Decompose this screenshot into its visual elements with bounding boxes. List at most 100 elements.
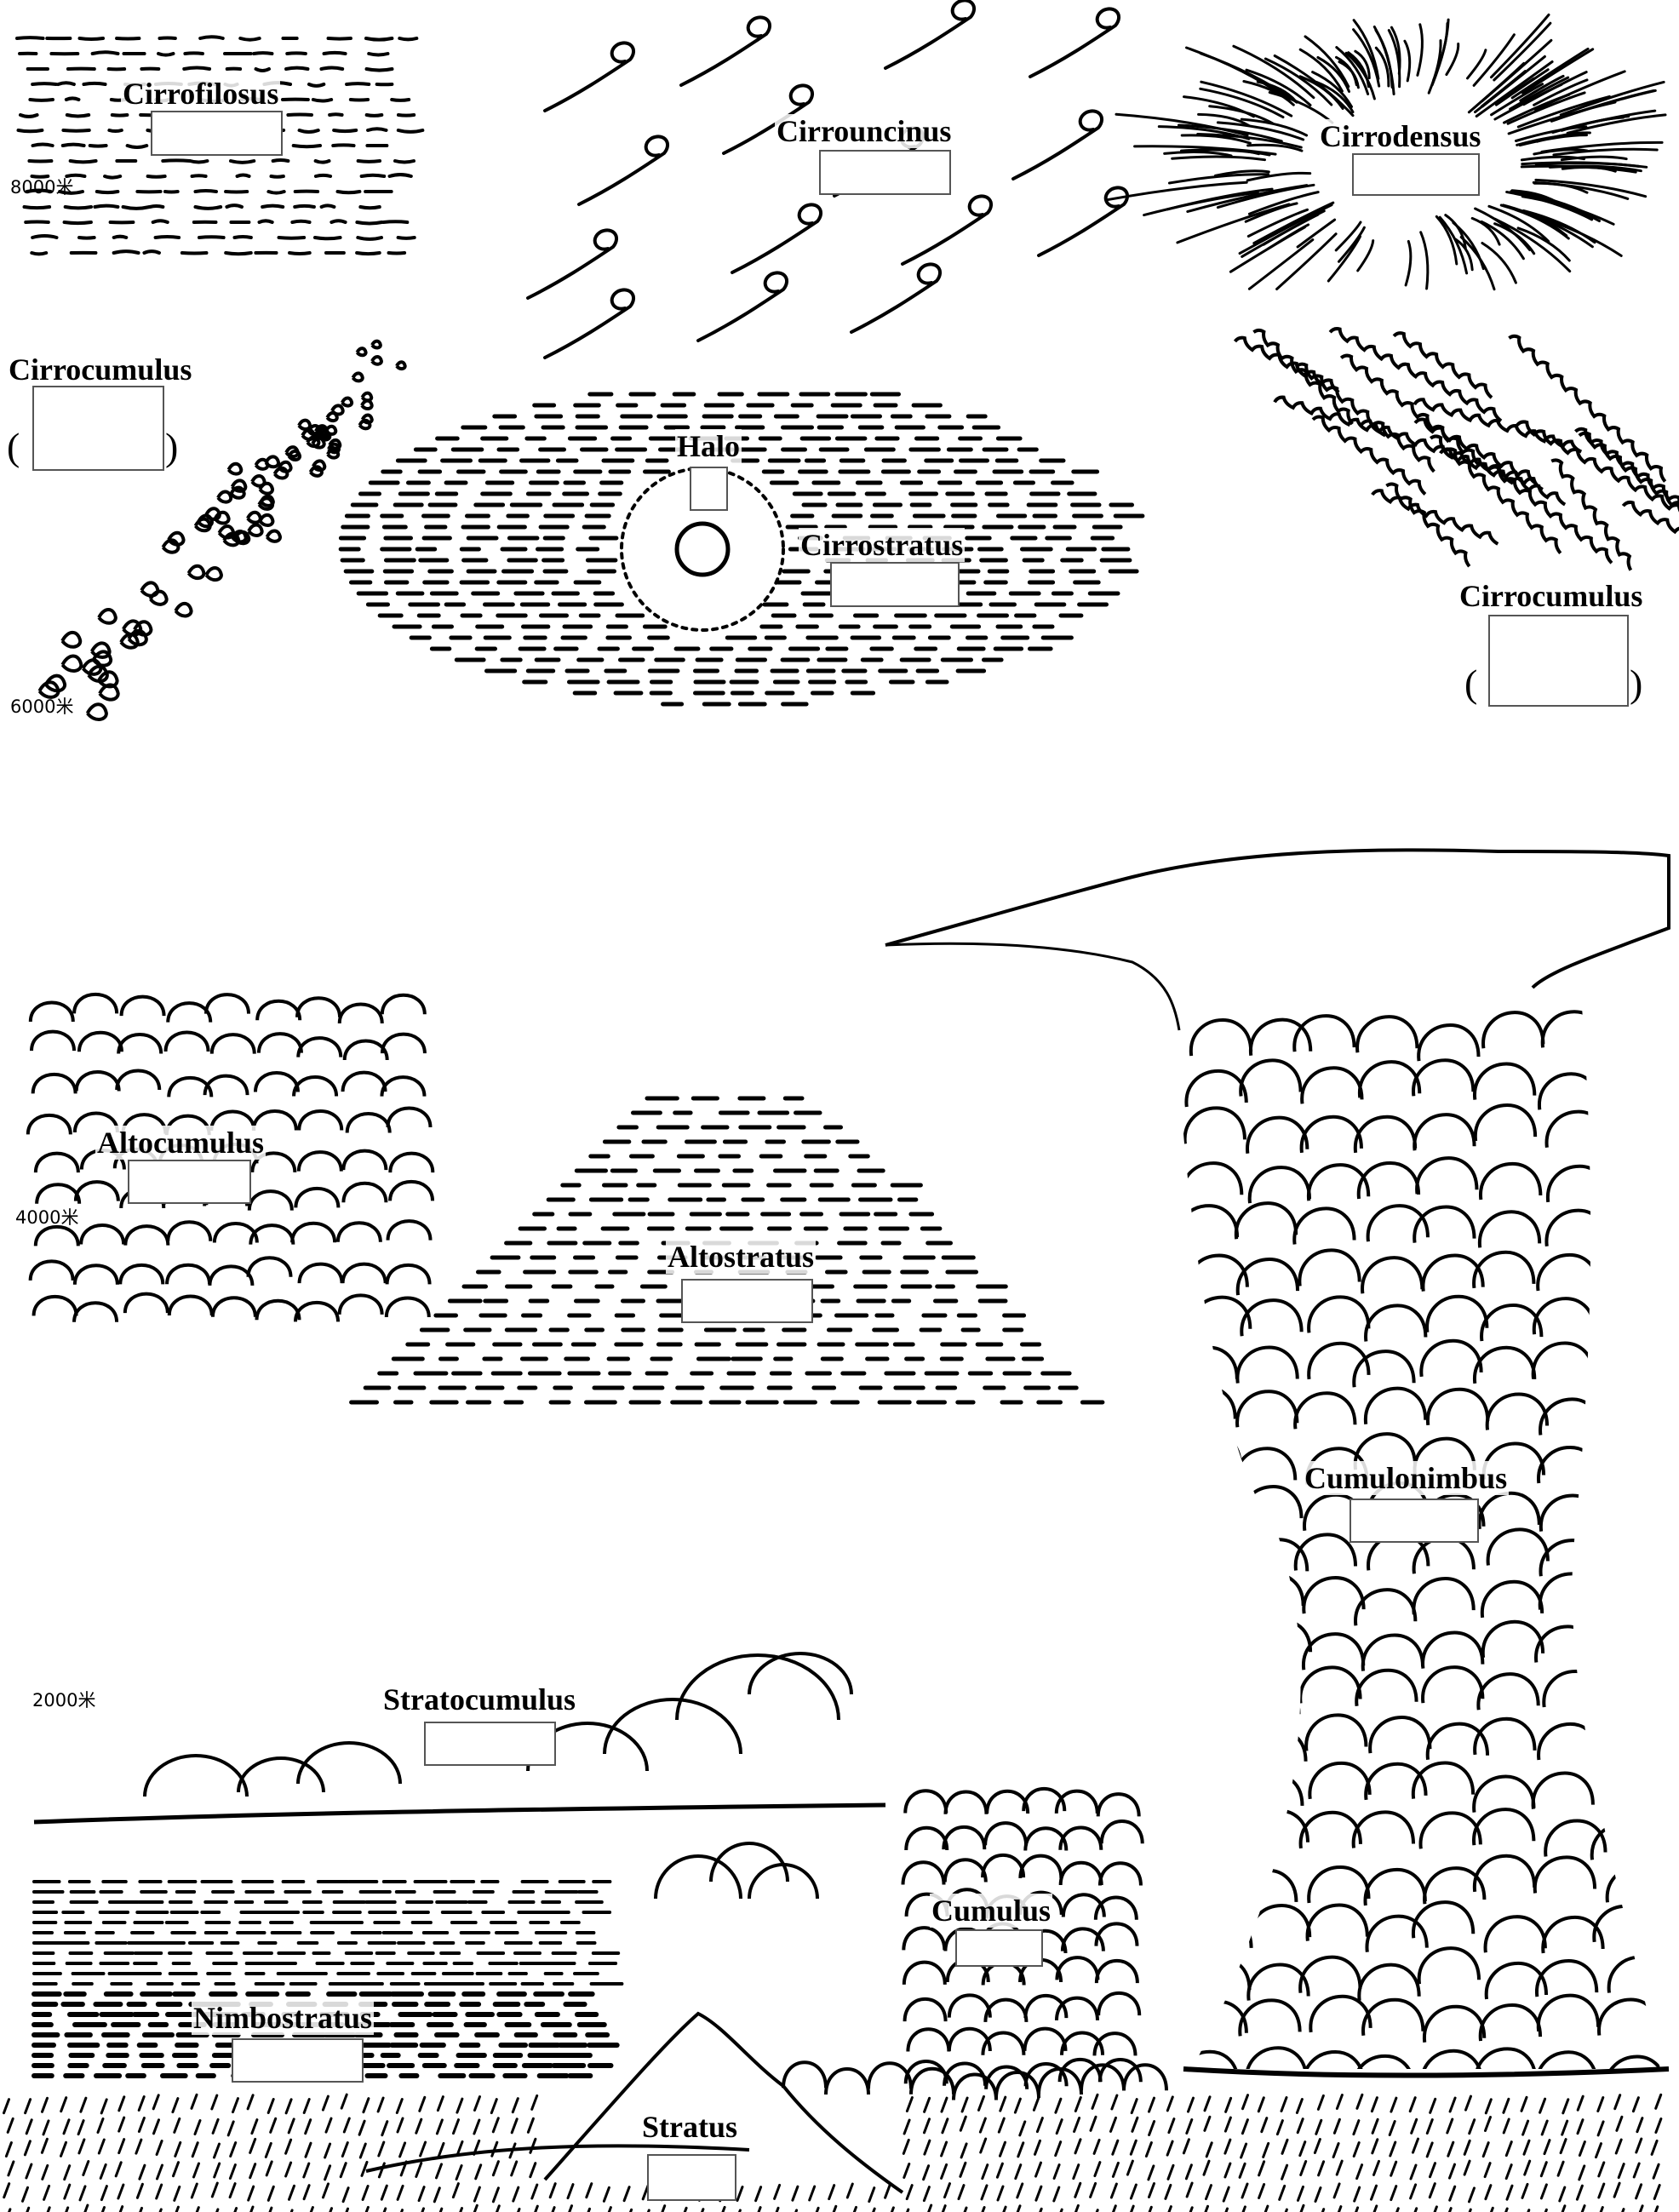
cumulus-base-puff [1122, 2063, 1168, 2091]
rain-stroke [1189, 2206, 1194, 2212]
tower-lobe [1472, 1251, 1536, 1289]
rain-stroke [100, 2206, 106, 2212]
rain-stroke [1615, 2115, 1624, 2132]
rain-stroke [1409, 2163, 1418, 2180]
dense-strand [1481, 242, 1517, 284]
cloudlet [97, 670, 119, 689]
cloudlet [85, 702, 108, 721]
answer-box-halo[interactable] [690, 467, 728, 511]
rain-stroke [940, 2163, 948, 2180]
rain-hatching [3, 2093, 1663, 2212]
rain-stroke [321, 2095, 329, 2112]
dense-strand [1490, 83, 1544, 117]
dense-strand [1180, 134, 1252, 145]
wisp-stroke [190, 174, 208, 178]
rain-stroke [1483, 2162, 1492, 2179]
puff [208, 1264, 255, 1287]
tower-lobe [1537, 1993, 1601, 2031]
rain-stroke [1353, 2186, 1361, 2203]
dense-strand [1490, 13, 1550, 79]
tower-lobe [1178, 1535, 1241, 1573]
tower-lobe [1298, 1810, 1362, 1849]
rain-stroke [1355, 2163, 1364, 2180]
answer-box-cirrodensus[interactable] [1352, 153, 1480, 196]
answer-box-altocumulus[interactable] [128, 1160, 251, 1204]
hook-streak [543, 41, 635, 112]
wisp-stroke [311, 98, 334, 103]
answer-box-cumulus[interactable] [955, 1929, 1043, 1967]
hook-streak [526, 228, 618, 300]
rain-stroke [922, 2164, 931, 2181]
answer-box-nimbostratus[interactable] [232, 2038, 364, 2083]
answer-box-cirrocumulus-left[interactable] [32, 386, 164, 471]
puff [209, 1033, 256, 1054]
rain-stroke [1295, 2098, 1304, 2114]
answer-box-stratocumulus[interactable] [424, 1722, 556, 1766]
puff [203, 1074, 249, 1096]
rain-stroke [1002, 2205, 1007, 2212]
wisp-stroke [31, 82, 58, 86]
rain-stroke [77, 2138, 86, 2155]
rain-stroke [1429, 2162, 1436, 2179]
hook-streak [722, 83, 814, 155]
rain-stroke [249, 2163, 257, 2180]
answer-box-cirrofilosus[interactable] [151, 111, 283, 156]
answer-box-cirrocumulus-right[interactable] [1488, 615, 1629, 707]
rain-stroke [1371, 2117, 1379, 2135]
answer-box-stratus[interactable] [647, 2154, 736, 2201]
cumulus-puff [1097, 1861, 1143, 1886]
cloudlet [360, 413, 374, 425]
rain-stroke [415, 2117, 423, 2135]
rain-stroke [943, 2182, 951, 2199]
tower-lobe [1248, 1904, 1312, 1942]
rain-stroke [452, 2118, 460, 2135]
label-stratocumulus: Stratocumulus [381, 1682, 578, 1716]
rain-stroke [491, 2117, 500, 2134]
tower-lobe [1237, 1681, 1301, 1719]
wisp-stroke [65, 173, 87, 178]
dense-strand [1390, 26, 1401, 75]
dense-strand [1298, 48, 1344, 93]
tower-lobe [1533, 1297, 1596, 1335]
dense-strand [1438, 215, 1469, 275]
tower-lobe [1361, 1633, 1425, 1671]
rain-stroke [100, 2098, 108, 2115]
rain-stroke [1072, 2163, 1080, 2180]
tower-lobe [1540, 1010, 1605, 1048]
answer-box-cumulonimbus[interactable] [1350, 1499, 1479, 1543]
rain-stroke [1371, 2138, 1379, 2155]
tower-lobe [1533, 1855, 1597, 1894]
answer-box-cirrouncinus[interactable] [819, 150, 951, 195]
tower-lobe [1472, 1774, 1536, 1813]
cloudlet [232, 530, 251, 546]
rain-stroke [995, 2162, 1004, 2179]
rain-stroke [1597, 2182, 1606, 2199]
wisp-stroke [112, 234, 129, 239]
tower-lobe [1531, 1341, 1596, 1379]
tower-lobe [1419, 1339, 1483, 1378]
tower-lobe [1473, 1717, 1537, 1756]
wisp-stroke [364, 67, 394, 72]
rain-stroke [438, 2207, 444, 2212]
tower-lobe [1177, 1576, 1241, 1614]
tower-lobe [1596, 1155, 1660, 1194]
dense-strand [1470, 216, 1501, 246]
rain-stroke [526, 2117, 535, 2134]
cumulus-puff [902, 1960, 947, 1986]
tower-lobe [1351, 1810, 1416, 1848]
rain-stroke [62, 2118, 71, 2135]
puff [297, 1109, 344, 1131]
answer-box-altostratus[interactable] [681, 1279, 813, 1323]
answer-box-cirrostratus[interactable] [830, 562, 960, 607]
puff [74, 1070, 121, 1092]
dense-strand [1273, 54, 1355, 117]
hook-streak [543, 288, 635, 359]
tower-lobe [1417, 1023, 1481, 1062]
dense-strand [1430, 18, 1450, 87]
wisp-stroke [110, 113, 129, 117]
tower-base [1183, 2066, 1670, 2078]
rain-stroke [1130, 2098, 1138, 2115]
dense-strand [1186, 184, 1309, 213]
dense-strand [1171, 155, 1266, 162]
rain-stroke [1241, 2182, 1249, 2199]
